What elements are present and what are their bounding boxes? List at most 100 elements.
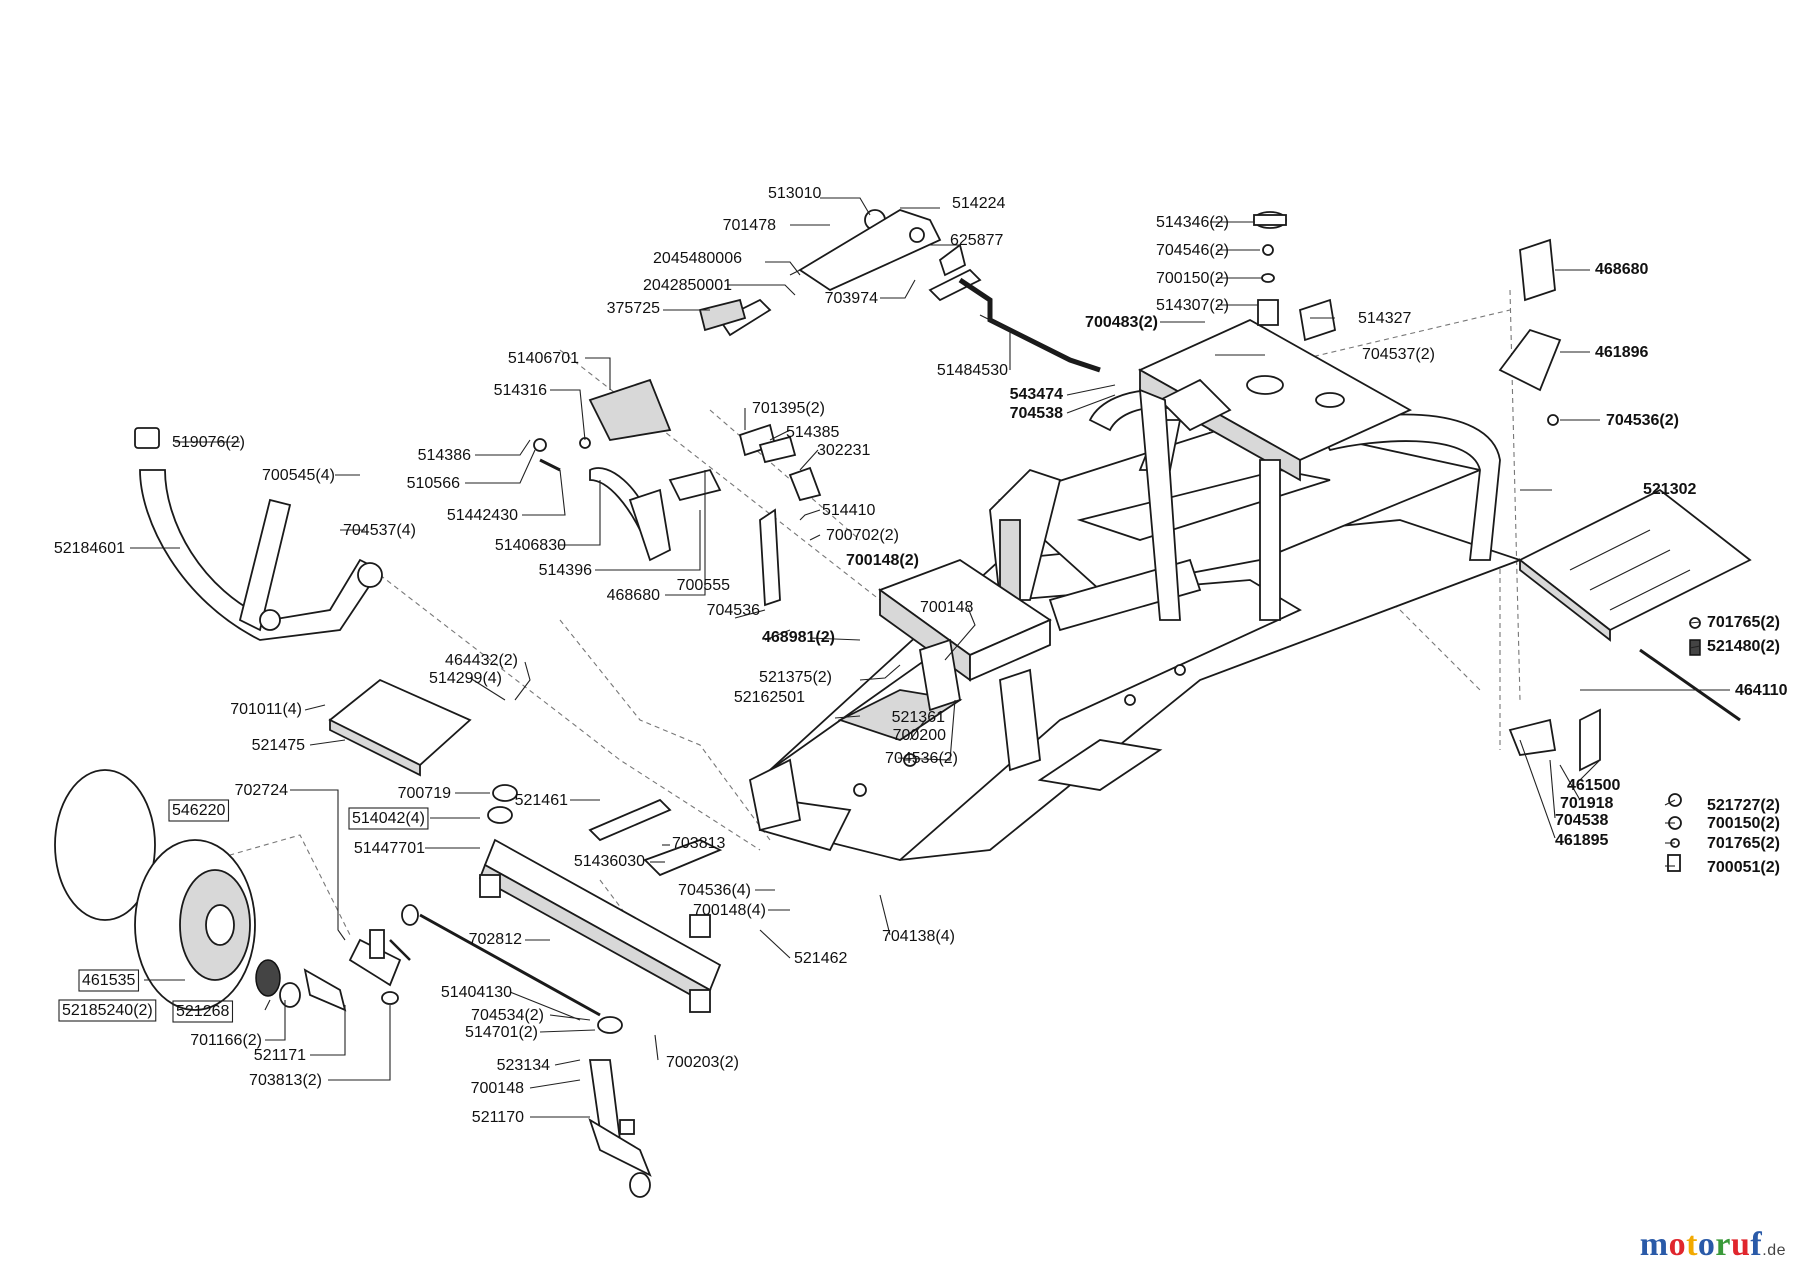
part-label-704538: 704538 xyxy=(1555,812,1608,829)
front-bumper-52184601 xyxy=(134,427,383,641)
part-label-52162501: 52162501 xyxy=(734,689,805,706)
label-box xyxy=(172,1000,234,1023)
part-label-521268: 521268 xyxy=(176,1003,229,1020)
part-label-521171: 521171 xyxy=(254,1047,306,1064)
part-label-514701-2-: 514701(2) xyxy=(465,1024,538,1041)
part-label-702812: 702812 xyxy=(469,931,522,948)
part-label-514385: 514385 xyxy=(786,424,839,441)
part-label-700200: 700200 xyxy=(893,727,946,744)
part-label-514410: 514410 xyxy=(822,502,875,519)
part-label-704538: 704538 xyxy=(1010,405,1063,422)
part-label-514299-4-: 514299(4) xyxy=(429,670,502,687)
part-label-704536-2-: 704536(2) xyxy=(1606,412,1679,429)
part-label-700719: 700719 xyxy=(398,785,451,802)
part-label-701166-2-: 701166(2) xyxy=(190,1032,262,1049)
part-label-625877: 625877 xyxy=(950,232,1003,249)
logo-letter: r xyxy=(1715,1226,1731,1263)
part-label-700555: 700555 xyxy=(677,577,730,594)
part-label-700150-2-: 700150(2) xyxy=(1156,270,1229,287)
part-label-461895: 461895 xyxy=(1555,832,1608,849)
part-label-2042850001: 2042850001 xyxy=(643,277,732,294)
part-label-461500: 461500 xyxy=(1567,777,1620,794)
part-label-519076-2-: 519076(2) xyxy=(172,434,245,451)
logo-letter: m xyxy=(1639,1226,1669,1263)
part-label-700148-2-: 700148(2) xyxy=(846,552,919,569)
label-box xyxy=(348,807,429,830)
part-label-704537-2-: 704537(2) xyxy=(1362,346,1435,363)
part-label-513010: 513010 xyxy=(768,185,821,202)
rod-464110 xyxy=(1639,648,1741,722)
part-label-468981-2-: 468981(2) xyxy=(762,629,835,646)
brake-pedal xyxy=(533,378,722,562)
part-label-514386: 514386 xyxy=(418,447,471,464)
part-label-514042-4-: 514042(4) xyxy=(352,810,425,827)
part-label-461896: 461896 xyxy=(1595,344,1648,361)
part-label-464110: 464110 xyxy=(1735,682,1788,699)
part-label-521361: 521361 xyxy=(892,709,945,726)
main-frame-52162501 xyxy=(748,389,1523,861)
part-label-523134: 523134 xyxy=(497,1057,550,1074)
part-label-51484530: 51484530 xyxy=(937,362,1008,379)
part-label-52184601: 52184601 xyxy=(54,540,125,557)
part-label-701395-2-: 701395(2) xyxy=(752,400,825,417)
part-label-51447701: 51447701 xyxy=(354,840,425,857)
part-label-51406701: 51406701 xyxy=(508,350,579,367)
part-label-701011-4-: 701011(4) xyxy=(230,701,302,718)
seat-mount-plate xyxy=(1138,318,1412,621)
part-label-510566: 510566 xyxy=(407,475,460,492)
logo-letter: o xyxy=(1668,1226,1687,1263)
part-label-703974: 703974 xyxy=(825,290,878,307)
part-label-703813-2-: 703813(2) xyxy=(249,1072,322,1089)
part-label-704534-2-: 704534(2) xyxy=(471,1007,544,1024)
part-number-labels: 5130105142247014786258772045480006204285… xyxy=(54,185,1788,1126)
part-label-2045480006: 2045480006 xyxy=(653,250,742,267)
leader-lines xyxy=(130,197,1730,1118)
label-box xyxy=(78,969,140,992)
part-label-704536: 704536 xyxy=(707,602,760,619)
part-label-700148: 700148 xyxy=(471,1080,524,1097)
brackets xyxy=(738,423,822,607)
part-label-51436030: 51436030 xyxy=(574,853,645,870)
part-label-704138-4-: 704138(4) xyxy=(882,928,955,945)
front-axle xyxy=(478,784,723,1013)
part-label-521475: 521475 xyxy=(252,737,305,754)
footplate-521302 xyxy=(1518,488,1752,642)
part-label-521170: 521170 xyxy=(472,1109,524,1126)
part-label-700148-4-: 700148(4) xyxy=(693,902,766,919)
part-label-700051-2-: 700051(2) xyxy=(1707,859,1780,876)
part-label-701918: 701918 xyxy=(1560,795,1613,812)
part-label-521462: 521462 xyxy=(794,950,847,967)
part-label-52185240-2-: 52185240(2) xyxy=(62,1002,153,1019)
part-label-302231: 302231 xyxy=(817,442,870,459)
part-label-700702-2-: 700702(2) xyxy=(826,527,899,544)
part-label-521302: 521302 xyxy=(1643,481,1696,498)
part-label-700150-2-: 700150(2) xyxy=(1707,815,1780,832)
part-label-51404130: 51404130 xyxy=(441,984,512,1001)
logo-tld: .de xyxy=(1762,1242,1786,1259)
part-label-700148: 700148 xyxy=(920,599,973,616)
label-box xyxy=(58,999,157,1022)
front-wheel xyxy=(54,769,301,1011)
logo-letter: t xyxy=(1686,1226,1698,1263)
tie-rod-51404130 xyxy=(401,904,623,1034)
part-label-704537-4-: 704537(4) xyxy=(343,522,416,539)
part-label-521375-2-: 521375(2) xyxy=(759,669,832,686)
part-label-700545-4-: 700545(4) xyxy=(262,467,335,484)
part-label-702724: 702724 xyxy=(235,782,288,799)
part-label-543474: 543474 xyxy=(1010,386,1063,403)
part-label-468680: 468680 xyxy=(607,587,660,604)
logo-letter: f xyxy=(1750,1226,1763,1263)
part-label-468680: 468680 xyxy=(1595,261,1648,278)
part-label-701765-2-: 701765(2) xyxy=(1707,614,1780,631)
part-label-464432-2-: 464432(2) xyxy=(445,652,518,669)
spindle-521171 xyxy=(303,929,411,1012)
part-label-700483-2-: 700483(2) xyxy=(1085,314,1158,331)
logo-letter: o xyxy=(1697,1226,1716,1263)
part-label-703813: 703813 xyxy=(672,835,725,852)
part-label-461535: 461535 xyxy=(82,972,135,989)
part-label-514316: 514316 xyxy=(494,382,547,399)
part-label-514346-2-: 514346(2) xyxy=(1156,214,1229,231)
part-label-514396: 514396 xyxy=(539,562,592,579)
part-label-521480-2-: 521480(2) xyxy=(1707,638,1780,655)
